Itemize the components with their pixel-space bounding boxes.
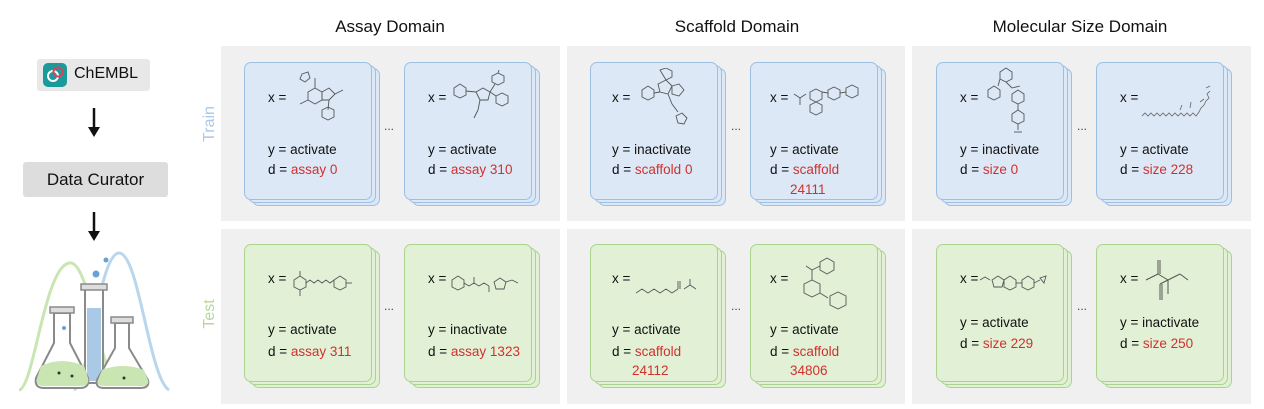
scaffold-test-card-1: [590, 244, 718, 382]
domain-line: d = scaffold: [770, 162, 840, 177]
label-value: y = activate: [1120, 142, 1189, 157]
label-value: y = inactivate: [612, 142, 692, 157]
scaffold-train-card-2: [750, 62, 878, 200]
x-label: x =: [612, 271, 631, 286]
x-label: x =: [268, 90, 287, 105]
label-value: y = activate: [268, 322, 337, 337]
x-label: x =: [960, 271, 979, 286]
ellipsis: ...: [731, 299, 742, 313]
molecule-structure-icon: [1141, 85, 1211, 117]
molecule-structure-icon: [793, 84, 859, 116]
assay-train-card-1: [244, 62, 372, 200]
train-row-label: Train: [201, 106, 218, 142]
ellipsis: ...: [1077, 119, 1088, 133]
label-value: y = activate: [960, 315, 1029, 330]
x-label: x =: [1120, 90, 1139, 105]
domain-line: d = assay 1323: [428, 344, 520, 359]
label-value: y = activate: [770, 142, 839, 157]
assay-test-card-2: [404, 244, 532, 382]
domain-line: d = size 0: [960, 162, 1019, 177]
molecule-structure-icon: [293, 271, 352, 296]
ellipsis: ...: [1077, 299, 1088, 313]
x-label: x =: [612, 90, 631, 105]
label-value: y = activate: [268, 142, 337, 157]
domain-value-cont: 24112: [632, 363, 669, 378]
label-value: y = inactivate: [428, 322, 508, 337]
molecule-structure-icon: [641, 68, 688, 125]
assay-test-card-1: [244, 244, 372, 382]
chembl-label: ChEMBL: [74, 65, 139, 82]
assay-train-card-2: [404, 62, 532, 200]
domain-line: d = assay 310: [428, 162, 513, 177]
molecular-size-domain-title: Molecular Size Domain: [992, 17, 1168, 36]
size-train-card-2: [1096, 62, 1224, 200]
domain-line: d = scaffold: [770, 344, 840, 359]
ellipsis: ...: [384, 299, 395, 313]
molecule-structure-icon: [299, 71, 344, 121]
molecule-structure-icon: [453, 70, 509, 119]
x-label: x =: [770, 90, 789, 105]
domain-line: d = assay 311: [268, 344, 352, 359]
size-train-card-1: [936, 62, 1064, 200]
chembl-logo-icon: [43, 63, 67, 87]
label-value: y = activate: [612, 322, 681, 337]
label-value: y = inactivate: [1120, 315, 1200, 330]
molecule-structure-icon: [987, 67, 1025, 133]
domain-line: d = assay 0: [268, 162, 338, 177]
size-test-card-1: [936, 244, 1064, 382]
ellipsis: ...: [384, 119, 395, 133]
arrow-down-icon: [88, 108, 100, 137]
molecule-structure-icon: [635, 279, 697, 294]
domain-line: d = scaffold: [612, 344, 682, 359]
lab-flasks-icon: [18, 251, 171, 392]
label-value: y = activate: [428, 142, 497, 157]
x-label: x =: [428, 90, 447, 105]
assay-domain-title: Assay Domain: [335, 17, 445, 36]
domain-line: d = size 250: [1120, 336, 1194, 351]
label-value: y = activate: [770, 322, 839, 337]
data-curator-box: Data Curator: [23, 162, 168, 197]
domain-line: d = size 229: [960, 336, 1034, 351]
x-label: x =: [428, 271, 447, 286]
molecule-structure-icon: [1145, 260, 1189, 300]
x-label: x =: [960, 90, 979, 105]
scaffold-test-card-2: [750, 244, 878, 382]
domain-line: d = size 228: [1120, 162, 1194, 177]
chembl-source-box: ChEMBL: [37, 59, 150, 91]
label-value: y = inactivate: [960, 142, 1040, 157]
scaffold-train-card-1: [590, 62, 718, 200]
domain-value-cont: 24111: [790, 182, 826, 197]
domain-value-cont: 34806: [790, 363, 828, 378]
domain-line: d = scaffold 0: [612, 162, 693, 177]
arrow-down-icon: [88, 212, 100, 241]
scaffold-domain-title: Scaffold Domain: [674, 17, 800, 36]
ellipsis: ...: [731, 119, 742, 133]
x-label: x =: [1120, 271, 1139, 286]
molecule-structure-icon: [979, 275, 1047, 291]
molecule-structure-icon: [803, 257, 847, 310]
x-label: x =: [268, 271, 287, 286]
molecule-structure-icon: [451, 275, 519, 292]
test-row-label: Test: [201, 299, 218, 329]
x-label: x =: [770, 271, 789, 286]
